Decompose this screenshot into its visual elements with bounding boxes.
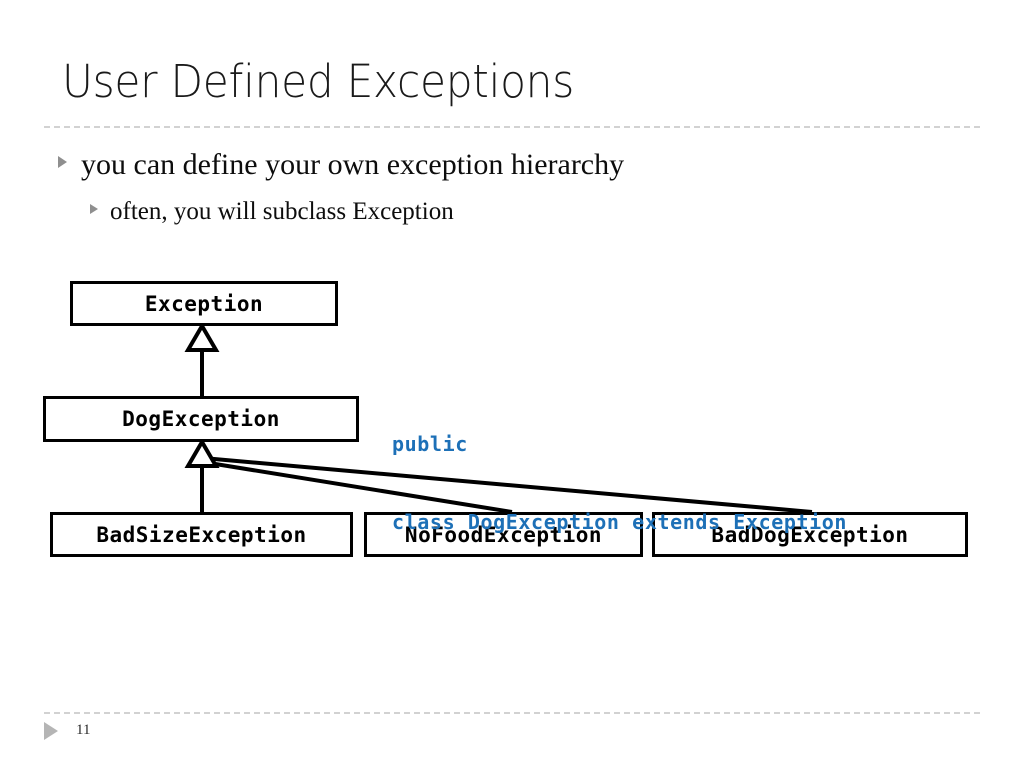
code-line-2: class DogException extends Exception	[392, 510, 848, 534]
bullet-item-level2: often, you will subclass Exception	[90, 196, 454, 228]
title-divider	[44, 126, 980, 128]
triangle-bullet-icon	[90, 204, 98, 214]
generalization-dogexception-to-exception	[184, 322, 220, 396]
generalization-arrowhead-dogexception	[184, 438, 220, 468]
code-line-1: public	[392, 432, 468, 456]
uml-class-box-exception[interactable]: Exception	[70, 281, 338, 326]
uml-class-box-dogexception[interactable]: DogException	[43, 396, 359, 442]
bullet-level1-text: you can define your own exception hierar…	[81, 148, 625, 181]
triangle-bullet-icon	[58, 156, 67, 168]
uml-class-box-baddogexception[interactable]: BadDogException	[652, 512, 968, 557]
bullet-level2-text: often, you will subclass Exception	[110, 198, 454, 225]
footer-divider	[44, 712, 980, 714]
uml-class-box-nofoodexception[interactable]: NoFoodException	[364, 512, 643, 557]
page-title: User Defined Exceptions	[62, 55, 574, 108]
page-number: 11	[76, 722, 91, 738]
code-annotation: public class DogException extends Except…	[392, 379, 847, 561]
bullet-item-level1: you can define your own exception hierar…	[58, 146, 624, 184]
footer-triangle-icon	[44, 722, 58, 740]
uml-class-box-badsizeexception[interactable]: BadSizeException	[50, 512, 353, 557]
